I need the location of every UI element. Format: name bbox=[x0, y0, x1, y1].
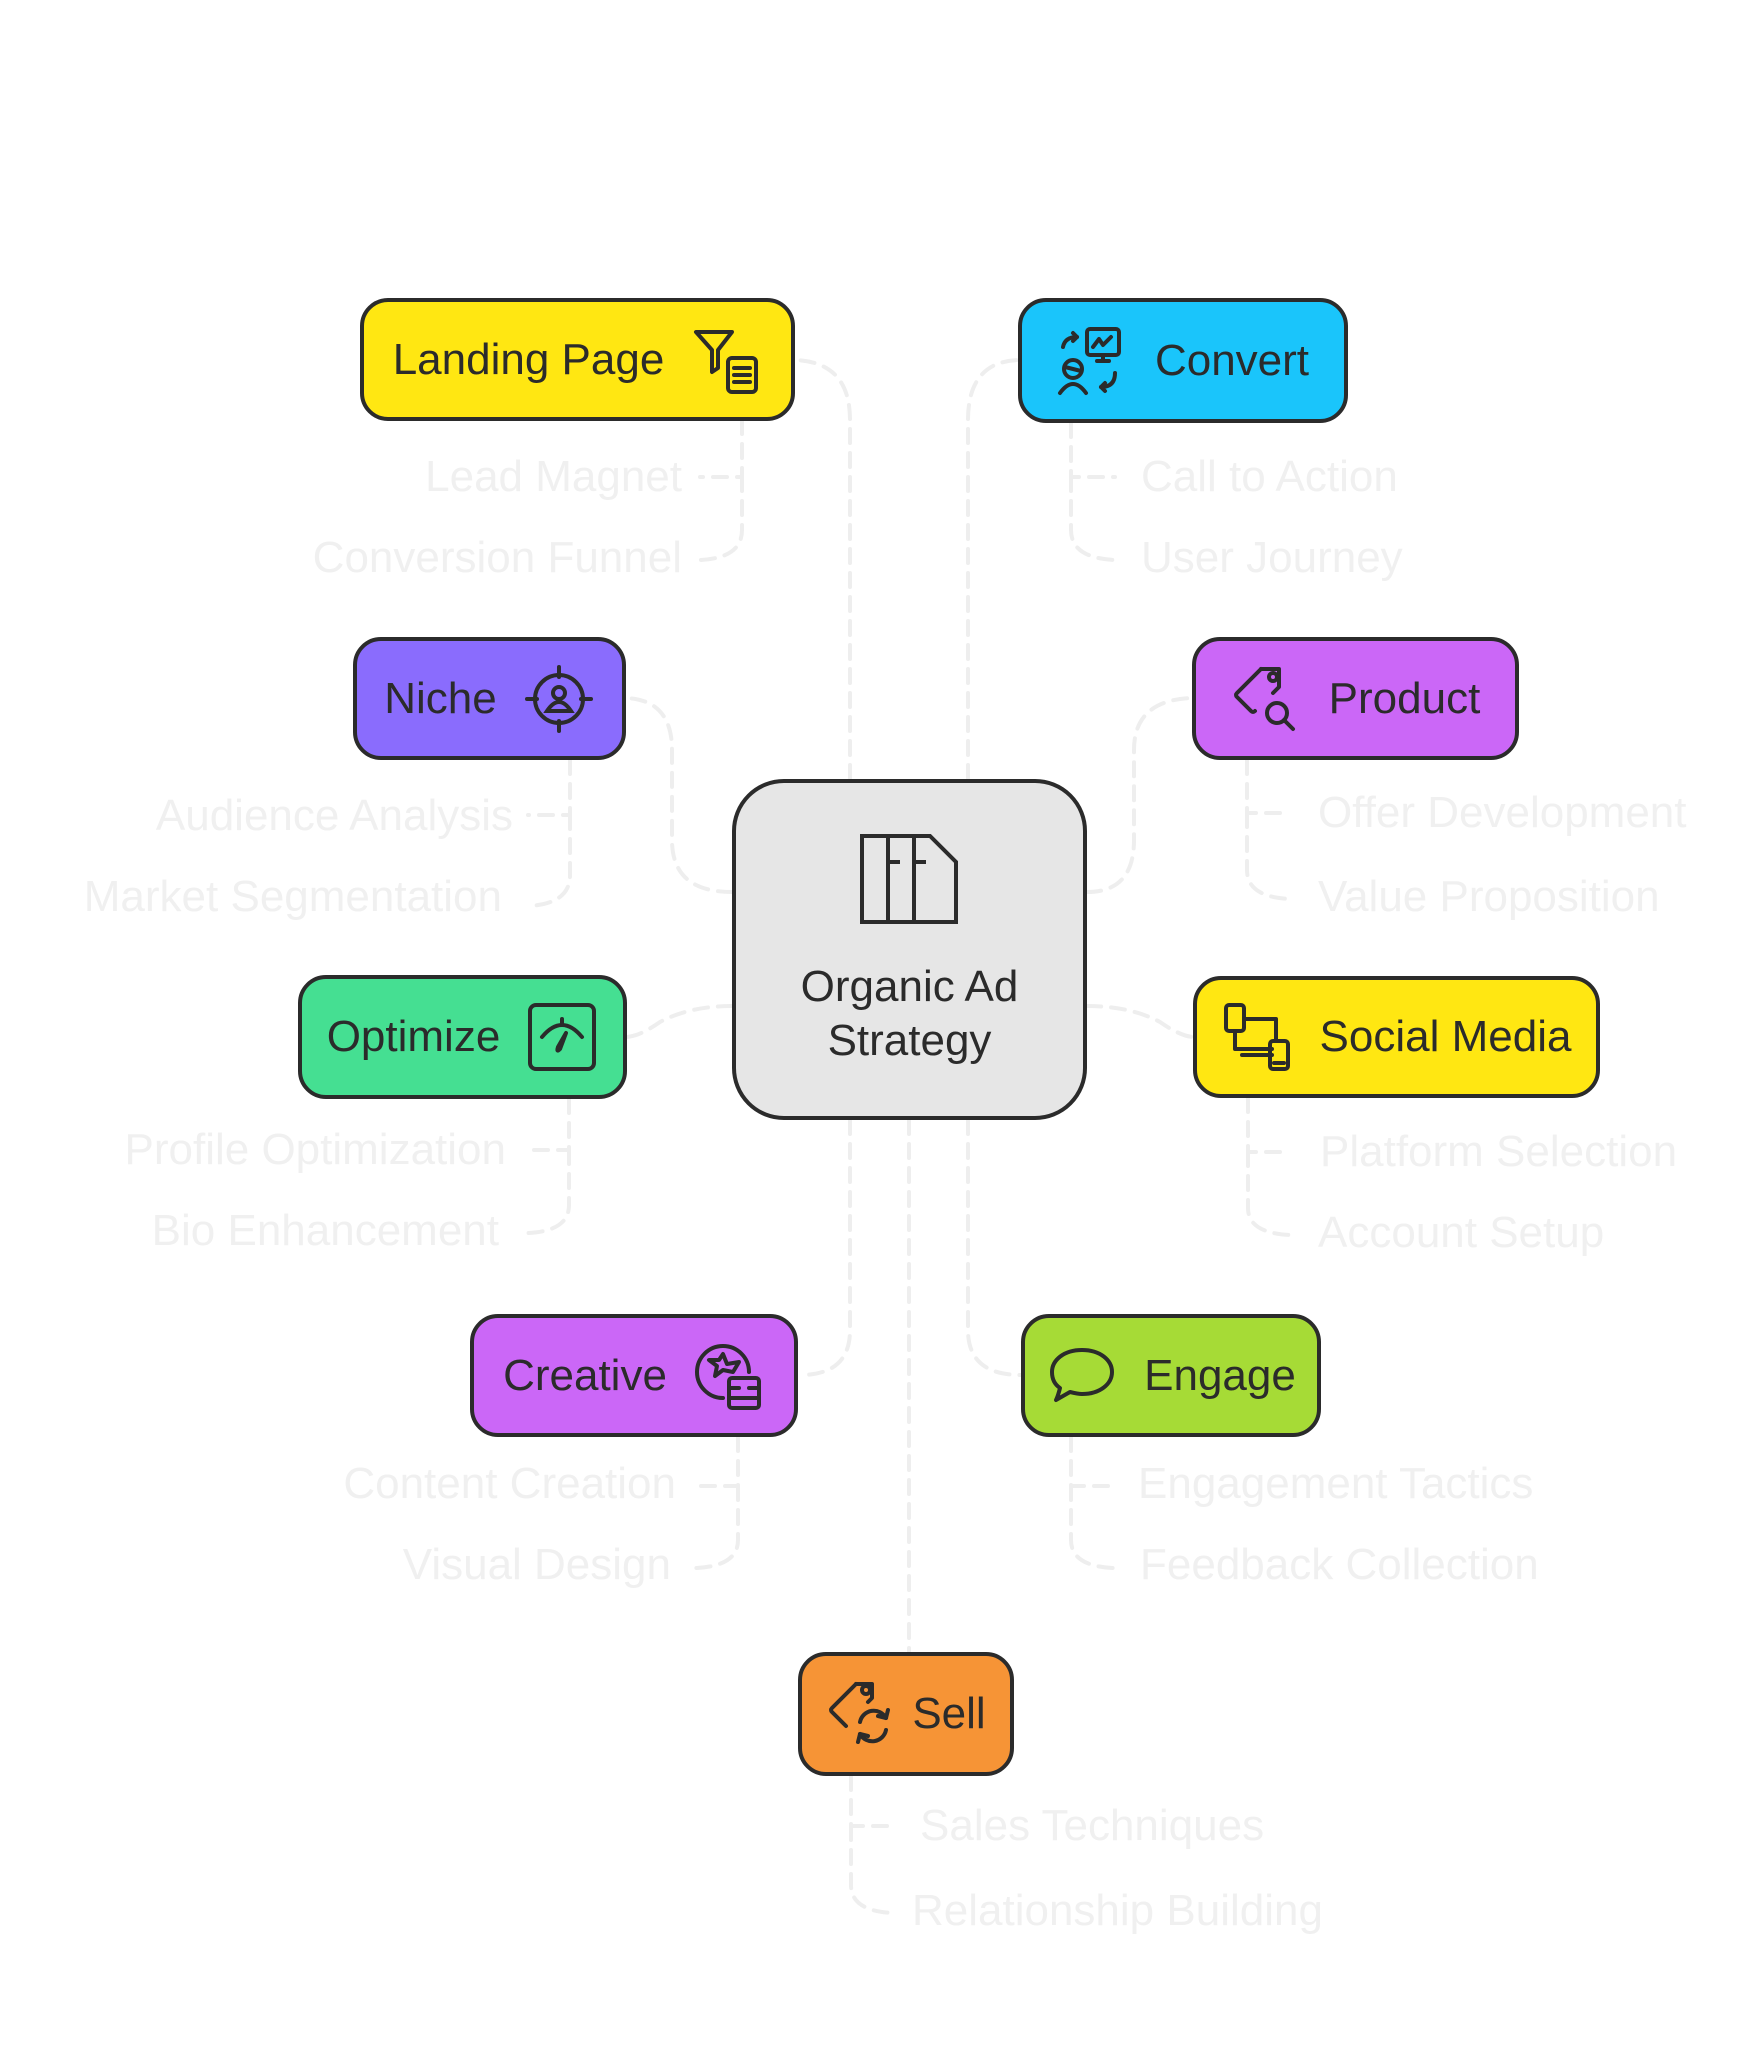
gauge-meter-icon bbox=[526, 1001, 598, 1073]
node-label: Product bbox=[1328, 673, 1481, 723]
devices-network-icon bbox=[1222, 1001, 1294, 1073]
connector-landing-page-subitems bbox=[698, 418, 744, 562]
node-label: Engage bbox=[1144, 1350, 1296, 1400]
node-sell[interactable]: Sell bbox=[798, 1652, 1014, 1776]
subitem-call-to-action: Call to Action bbox=[1141, 452, 1398, 501]
subitem-audience-analysis: Audience Analysis bbox=[155, 791, 513, 840]
node-product[interactable]: Product bbox=[1192, 637, 1519, 760]
connector-optimize-subitems bbox=[526, 1097, 571, 1235]
connector-niche-subitems bbox=[526, 758, 572, 908]
subitem-visual-design: Visual Design bbox=[402, 1540, 671, 1589]
subitem-conversion-funnel: Conversion Funnel bbox=[312, 533, 682, 582]
connector-social-media-subitems bbox=[1246, 1096, 1292, 1237]
tag-search-icon bbox=[1231, 663, 1303, 735]
tag-refresh-icon bbox=[826, 1678, 898, 1750]
subitem-offer-development: Offer Development bbox=[1318, 788, 1687, 837]
subitem-value-proposition: Value Proposition bbox=[1318, 872, 1660, 921]
node-label: Social Media bbox=[1319, 1012, 1572, 1061]
chat-bubble-icon bbox=[1046, 1340, 1118, 1412]
subitem-engagement-tactics: Engagement Tactics bbox=[1138, 1459, 1534, 1508]
user-presentation-exchange-icon bbox=[1057, 325, 1129, 397]
subitem-bio-enhancement: Bio Enhancement bbox=[151, 1206, 499, 1255]
star-badge-layout-icon bbox=[693, 1340, 765, 1412]
node-label: Landing Page bbox=[392, 334, 665, 384]
subitem-account-setup: Account Setup bbox=[1318, 1208, 1605, 1257]
subitem-lead-magnet: Lead Magnet bbox=[425, 452, 682, 501]
connector-center-landing-page bbox=[793, 358, 852, 781]
node-label: Creative bbox=[503, 1350, 667, 1400]
connector-center-social-media bbox=[1085, 1004, 1195, 1039]
connector-center-product bbox=[1085, 696, 1194, 894]
connector-center-convert bbox=[966, 358, 1020, 781]
connector-product-subitems bbox=[1245, 758, 1292, 901]
connector-center-optimize bbox=[625, 1004, 734, 1039]
node-label: Convert bbox=[1154, 335, 1310, 385]
connector-center-creative bbox=[798, 1118, 852, 1377]
connector-sell-subitems bbox=[849, 1774, 897, 1915]
node-label: Optimize bbox=[326, 1012, 501, 1061]
node-label: Niche bbox=[384, 673, 497, 723]
node-creative[interactable]: Creative bbox=[470, 1314, 798, 1437]
center-node-organic-ad-strategy[interactable]: Organic Ad Strategy bbox=[732, 779, 1087, 1120]
node-landing-page[interactable]: Landing Page bbox=[360, 298, 795, 421]
subitem-market-segmentation: Market Segmentation bbox=[83, 872, 502, 921]
node-optimize[interactable]: Optimize bbox=[298, 975, 627, 1099]
node-social-media[interactable]: Social Media bbox=[1193, 976, 1600, 1098]
connector-creative-subitems bbox=[694, 1435, 740, 1570]
node-niche[interactable]: Niche bbox=[353, 637, 626, 760]
funnel-document-icon bbox=[690, 324, 762, 396]
subitem-sales-techniques: Sales Techniques bbox=[920, 1801, 1265, 1850]
node-convert[interactable]: Convert bbox=[1018, 298, 1348, 423]
center-title-line2: Strategy bbox=[827, 1015, 992, 1065]
subitem-profile-optimization: Profile Optimization bbox=[124, 1125, 506, 1174]
node-label: Sell bbox=[912, 1689, 986, 1738]
subitem-user-journey: User Journey bbox=[1141, 533, 1403, 582]
connector-convert-subitems bbox=[1069, 421, 1117, 562]
target-user-icon bbox=[523, 663, 595, 735]
subitem-content-creation: Content Creation bbox=[343, 1459, 676, 1508]
subitem-platform-selection: Platform Selection bbox=[1320, 1127, 1678, 1176]
library-books-icon bbox=[850, 832, 970, 932]
subitem-feedback-collection: Feedback Collection bbox=[1140, 1540, 1539, 1589]
connector-center-engage bbox=[966, 1118, 1023, 1377]
subitem-relationship-building: Relationship Building bbox=[912, 1886, 1323, 1935]
connector-center-niche bbox=[624, 696, 734, 894]
node-engage[interactable]: Engage bbox=[1021, 1314, 1321, 1437]
center-title-line1: Organic Ad bbox=[800, 961, 1019, 1011]
connector-engage-subitems bbox=[1069, 1435, 1115, 1570]
